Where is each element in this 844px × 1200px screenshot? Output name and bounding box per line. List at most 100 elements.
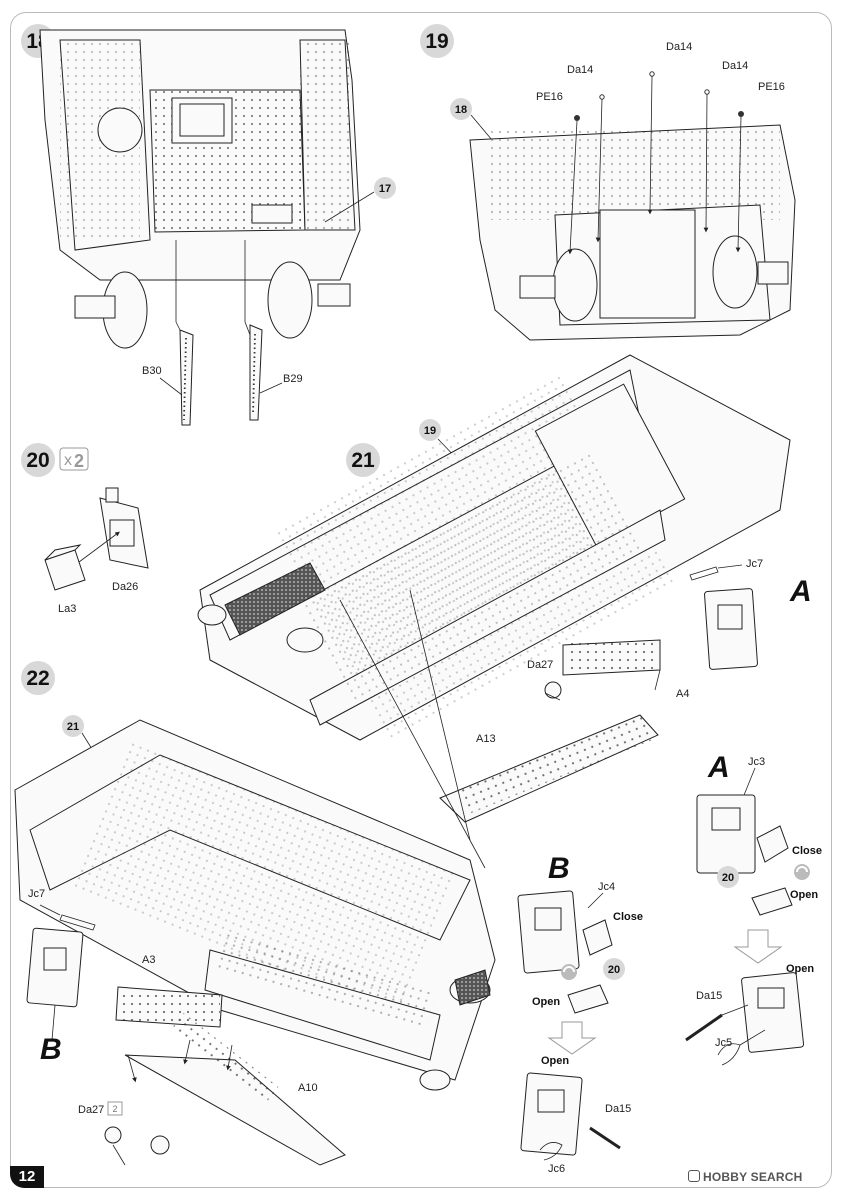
quantity-badge: x 2: [59, 447, 89, 471]
label-la3: La3: [58, 603, 76, 615]
word-open-a: Open: [790, 889, 818, 901]
step-20-number: 20: [26, 449, 49, 472]
word-open-b: Open: [532, 996, 560, 1008]
svg-text:21: 21: [67, 721, 79, 733]
pin-da15-a: [685, 1004, 749, 1042]
plate-a13: [439, 711, 659, 823]
hatch-part-da26: [74, 487, 149, 569]
hatch-cover-open-a: [751, 887, 793, 916]
step-22-number: 22: [26, 667, 49, 690]
callout-20-b: 20: [603, 958, 625, 980]
word-close-b: Close: [613, 911, 643, 923]
label-b30: B30: [142, 365, 162, 377]
plate-a3: [115, 986, 223, 1028]
rotate-icon-a: [794, 864, 810, 880]
plate-a4: [562, 639, 661, 691]
hull-interior-drawing: [197, 354, 791, 743]
step-22: 22 21 Jc7: [14, 661, 496, 1166]
label-da15-b: Da15: [605, 1103, 631, 1115]
svg-text:2: 2: [112, 1104, 117, 1114]
step-20-badge: 20: [21, 443, 55, 477]
block-part-la3: [44, 544, 86, 591]
label-da27-top: Da27: [527, 659, 553, 671]
step-19-badge: 19: [420, 24, 454, 58]
hatch-closed-b: [517, 890, 580, 974]
grab-handle-jc7: [689, 564, 743, 581]
marker-a-detail: A: [707, 751, 730, 784]
label-a4: A4: [676, 688, 689, 700]
step-21-badge: 21: [346, 443, 380, 477]
step-20: 20 x 2 La3 Da26: [21, 443, 149, 615]
side-door-b: [26, 927, 84, 1041]
label-jc3: Jc3: [748, 756, 765, 768]
svg-text:19: 19: [424, 425, 436, 437]
marker-b-detail: B: [548, 852, 570, 885]
rivet-pins: [567, 71, 744, 255]
step-21-number: 21: [351, 449, 375, 472]
label-da14-center: Da14: [666, 41, 692, 53]
hatch-open-b: [520, 1072, 583, 1156]
hinge-da27: [544, 681, 562, 701]
label-b29: B29: [283, 373, 303, 385]
step-22-badge: 22: [21, 661, 55, 695]
watermark: HOBBY SEARCH: [688, 1170, 803, 1184]
pin-da15-b: [589, 1126, 621, 1150]
hatch-cover-open-b: [567, 984, 609, 1014]
step-19: 19 18: [420, 24, 796, 341]
label-da15-a: Da15: [696, 990, 722, 1002]
rotate-icon-b: [561, 964, 577, 980]
hinge-jc6: [539, 1142, 563, 1161]
word-close-a: Close: [792, 845, 822, 857]
label-jc6: Jc6: [548, 1163, 565, 1175]
qty-badge-da27: 2: [107, 1101, 123, 1116]
page-border: [10, 12, 832, 1188]
step-arrow-b: [547, 1021, 597, 1055]
watermark-text: HOBBY SEARCH: [703, 1170, 803, 1184]
label-pe16-right: PE16: [758, 81, 785, 93]
label-pe16-left: PE16: [536, 91, 563, 103]
label-da14-right: Da14: [722, 60, 748, 72]
watermark-logo-icon: [688, 1170, 700, 1182]
upper-hull-rear-drawing: [469, 124, 796, 341]
rear-plate-right-part: [249, 324, 263, 421]
hinge-da27-pair: [104, 1126, 170, 1166]
grab-handle-jc7-b: [39, 904, 96, 931]
word-open-b2: Open: [541, 1055, 569, 1067]
label-da14-left: Da14: [567, 64, 593, 76]
step-18: 18: [21, 24, 396, 426]
callout-17: 17: [324, 177, 396, 223]
hatch-cover-close-b: [582, 919, 613, 956]
callout-19: 19: [419, 419, 461, 463]
plate-a10: [124, 1013, 346, 1166]
svg-text:20: 20: [722, 872, 734, 884]
label-a13: A13: [476, 733, 496, 745]
label-da26: Da26: [112, 581, 138, 593]
svg-text:18: 18: [455, 104, 467, 116]
step-19-number: 19: [425, 30, 448, 53]
hatch-closed-a: [696, 794, 756, 874]
hatch-cover-close-a: [756, 825, 789, 863]
hull-side-drawing: [14, 719, 496, 1091]
label-jc4: Jc4: [598, 881, 615, 893]
marker-a-main: A: [789, 575, 812, 608]
word-open-a2: Open: [786, 963, 814, 975]
step-21: 21 19 A: [197, 354, 812, 869]
side-door-a: [704, 588, 758, 670]
hatch-open-a: [741, 972, 805, 1053]
label-jc7-bottom: Jc7: [28, 888, 45, 900]
page-number: 12: [10, 1166, 44, 1188]
detail-b: B Jc4 Close 20 Open: [517, 852, 643, 1175]
marker-b-main: B: [40, 1033, 62, 1066]
rear-plate-left-part: [179, 329, 194, 426]
step-20-qty: 2: [74, 451, 84, 471]
label-da27-bottom: Da27: [78, 1104, 104, 1116]
label-jc7-top: Jc7: [746, 558, 763, 570]
step-arrow-a: [733, 929, 783, 964]
svg-text:20: 20: [608, 964, 620, 976]
callout-20-a: 20: [717, 866, 739, 888]
svg-text:17: 17: [379, 183, 391, 195]
detail-a: A Jc3 Close 20 Open: [685, 751, 822, 1066]
svg-text:x: x: [64, 452, 72, 469]
